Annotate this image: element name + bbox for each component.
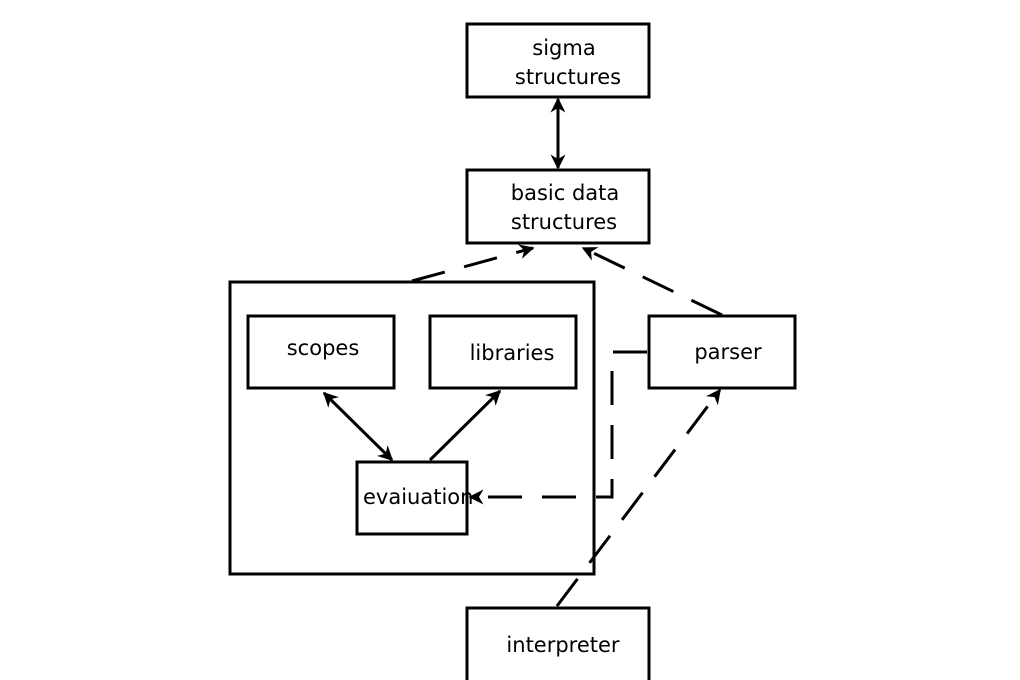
interpreter-node[interactable]: interpreter bbox=[465, 606, 651, 680]
libraries-label: libraries bbox=[470, 341, 555, 365]
arrow-evaluation-to-libraries bbox=[428, 389, 502, 462]
scopes-box bbox=[246, 314, 396, 390]
basic-data-structures-node[interactable]: basic data structures bbox=[465, 168, 651, 245]
sigma-structures-node[interactable]: sigma structures bbox=[465, 22, 651, 99]
arrow-container-to-basic bbox=[411, 244, 535, 283]
evaluation-box bbox=[355, 460, 469, 536]
evaluation-node[interactable]: evaiuation bbox=[355, 460, 473, 536]
interpreter-label: interpreter bbox=[506, 633, 620, 657]
sigma-structures-box bbox=[465, 22, 651, 99]
evaluation-label: evaiuation bbox=[363, 485, 473, 509]
parser-box bbox=[647, 314, 797, 390]
sigma-structures-label-line1: sigma bbox=[532, 36, 595, 60]
libraries-node[interactable]: libraries bbox=[428, 314, 578, 390]
evaluation-subsystem-container bbox=[228, 280, 596, 576]
arrow-parser-to-basic bbox=[581, 246, 723, 317]
arrow-evaluation-scopes bbox=[322, 391, 394, 462]
libraries-box bbox=[428, 314, 578, 390]
scopes-label: scopes bbox=[287, 336, 360, 360]
arrow-interpreter-to-parser bbox=[555, 388, 722, 607]
interpreter-box bbox=[465, 606, 651, 680]
sigma-structures-label-line2: structures bbox=[515, 65, 621, 89]
parser-label: parser bbox=[694, 340, 762, 364]
scopes-node[interactable]: scopes bbox=[246, 314, 396, 390]
basic-data-structures-label-line1: basic data bbox=[511, 181, 620, 205]
parser-node[interactable]: parser bbox=[647, 314, 797, 390]
basic-data-structures-box bbox=[465, 168, 651, 245]
basic-data-structures-label-line2: structures bbox=[511, 210, 617, 234]
arrow-parser-to-evaluation bbox=[468, 350, 647, 505]
